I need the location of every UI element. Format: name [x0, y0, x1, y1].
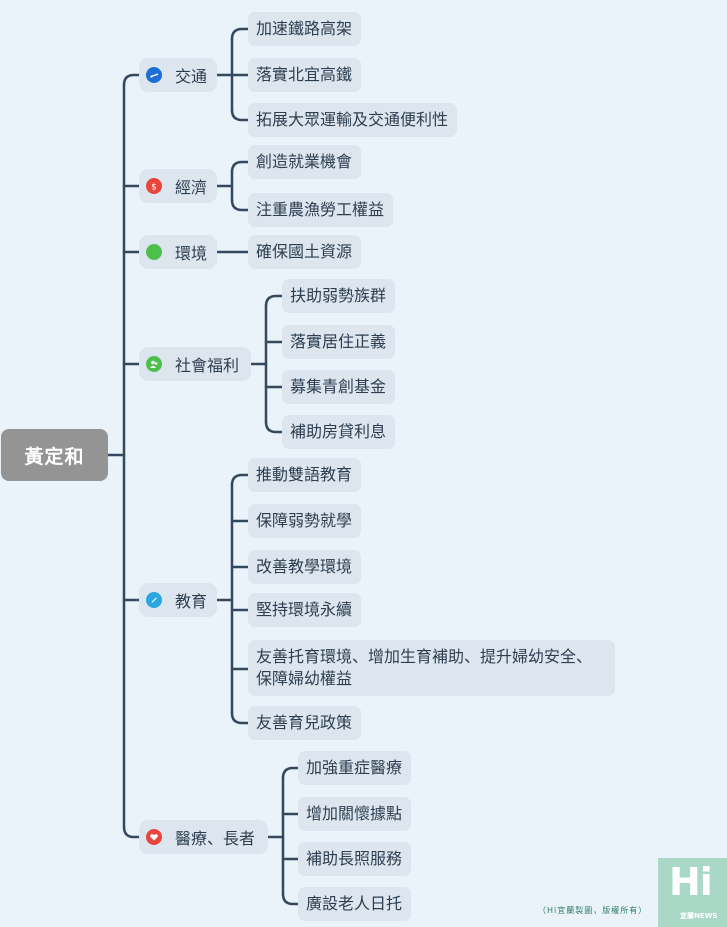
- leaf-item[interactable]: 拓展大眾運輸及交通便利性: [248, 103, 458, 137]
- leaf-label: 落實居住正義: [290, 332, 387, 351]
- leaf-item[interactable]: 推動雙語教育: [248, 458, 362, 492]
- pencil-icon: [146, 592, 162, 608]
- root-label: 黃定和: [24, 445, 85, 468]
- category-label: 交通: [175, 67, 208, 86]
- category-label: 醫療、長者: [175, 829, 256, 848]
- leaf-label: 改善教學環境: [256, 557, 353, 576]
- people-icon: [146, 356, 162, 372]
- leaf-label: 友善育兒政策: [256, 713, 353, 732]
- leaf-item[interactable]: 確保國土資源: [248, 235, 362, 269]
- category-label: 教育: [175, 592, 208, 611]
- category-label: 環境: [175, 244, 208, 263]
- leaf-label: 募集青創基金: [290, 377, 387, 396]
- leaf-label: 增加關懷據點: [306, 804, 403, 823]
- leaf-item[interactable]: 保障弱勢就學: [248, 504, 362, 538]
- leaf-label: 保障弱勢就學: [256, 511, 353, 530]
- category-economy[interactable]: $ 經濟: [139, 169, 217, 203]
- leaf-label: 扶助弱勢族群: [290, 286, 387, 305]
- leaf-label: 廣設老人日托: [306, 894, 403, 913]
- leaf-label: 推動雙語教育: [256, 465, 353, 484]
- logo-text: Hi: [669, 860, 713, 904]
- category-label: 經濟: [175, 178, 208, 197]
- leaf-label: 確保國土資源: [256, 242, 353, 261]
- leaf-item[interactable]: 創造就業機會: [248, 145, 362, 179]
- svg-text:$: $: [151, 183, 157, 192]
- globe-icon: [146, 244, 162, 260]
- category-medical-elderly[interactable]: 醫療、長者: [139, 820, 268, 854]
- category-environment[interactable]: 環境: [139, 235, 217, 269]
- leaf-item[interactable]: 募集青創基金: [282, 370, 396, 404]
- leaf-item[interactable]: 廣設老人日托: [298, 887, 412, 921]
- leaf-item[interactable]: 增加關懷據點: [298, 797, 412, 831]
- logo-subtext: 宜蘭NEWS: [680, 912, 718, 920]
- category-education[interactable]: 教育: [139, 583, 217, 617]
- category-traffic[interactable]: 交通: [139, 58, 217, 92]
- heart-icon: [146, 829, 162, 845]
- leaf-item[interactable]: 補助長照服務: [298, 842, 412, 876]
- leaf-item[interactable]: 友善托育環境、增加生育補助、提升婦幼安全、保障婦幼權益: [248, 640, 615, 696]
- leaf-item[interactable]: 加速鐵路高架: [248, 12, 362, 46]
- copyright-credit: （Hi宜蘭製圖，版權所有）: [538, 906, 648, 915]
- leaf-label: 落實北宜高鐵: [256, 65, 353, 84]
- leaf-item[interactable]: 加強重症醫療: [298, 751, 412, 785]
- category-social-welfare[interactable]: 社會福利: [139, 347, 251, 381]
- leaf-label: 拓展大眾運輸及交通便利性: [256, 110, 449, 129]
- leaf-label: 補助房貸利息: [290, 422, 387, 441]
- leaf-label: 堅持環境永續: [256, 600, 353, 619]
- leaf-item[interactable]: 落實居住正義: [282, 325, 396, 359]
- leaf-item[interactable]: 改善教學環境: [248, 550, 362, 584]
- airplane-icon: [146, 67, 162, 83]
- leaf-item[interactable]: 補助房貸利息: [282, 415, 396, 449]
- leaf-item[interactable]: 落實北宜高鐵: [248, 58, 362, 92]
- leaf-item[interactable]: 扶助弱勢族群: [282, 279, 396, 313]
- root-node[interactable]: 黃定和: [1, 429, 108, 481]
- leaf-item[interactable]: 友善育兒政策: [248, 706, 362, 740]
- leaf-label: 補助長照服務: [306, 849, 403, 868]
- leaf-item[interactable]: 注重農漁勞工權益: [248, 193, 394, 227]
- leaf-label: 加強重症醫療: [306, 758, 403, 777]
- category-label: 社會福利: [175, 356, 240, 375]
- hi-yilan-news-logo: Hi 宜蘭NEWS: [658, 858, 727, 927]
- leaf-item[interactable]: 堅持環境永續: [248, 593, 362, 627]
- leaf-label: 注重農漁勞工權益: [256, 200, 385, 219]
- leaf-label: 友善托育環境、增加生育補助、提升婦幼安全、保障婦幼權益: [256, 647, 593, 688]
- leaf-label: 加速鐵路高架: [256, 19, 353, 38]
- dollar-icon: $: [146, 178, 162, 194]
- leaf-label: 創造就業機會: [256, 152, 353, 171]
